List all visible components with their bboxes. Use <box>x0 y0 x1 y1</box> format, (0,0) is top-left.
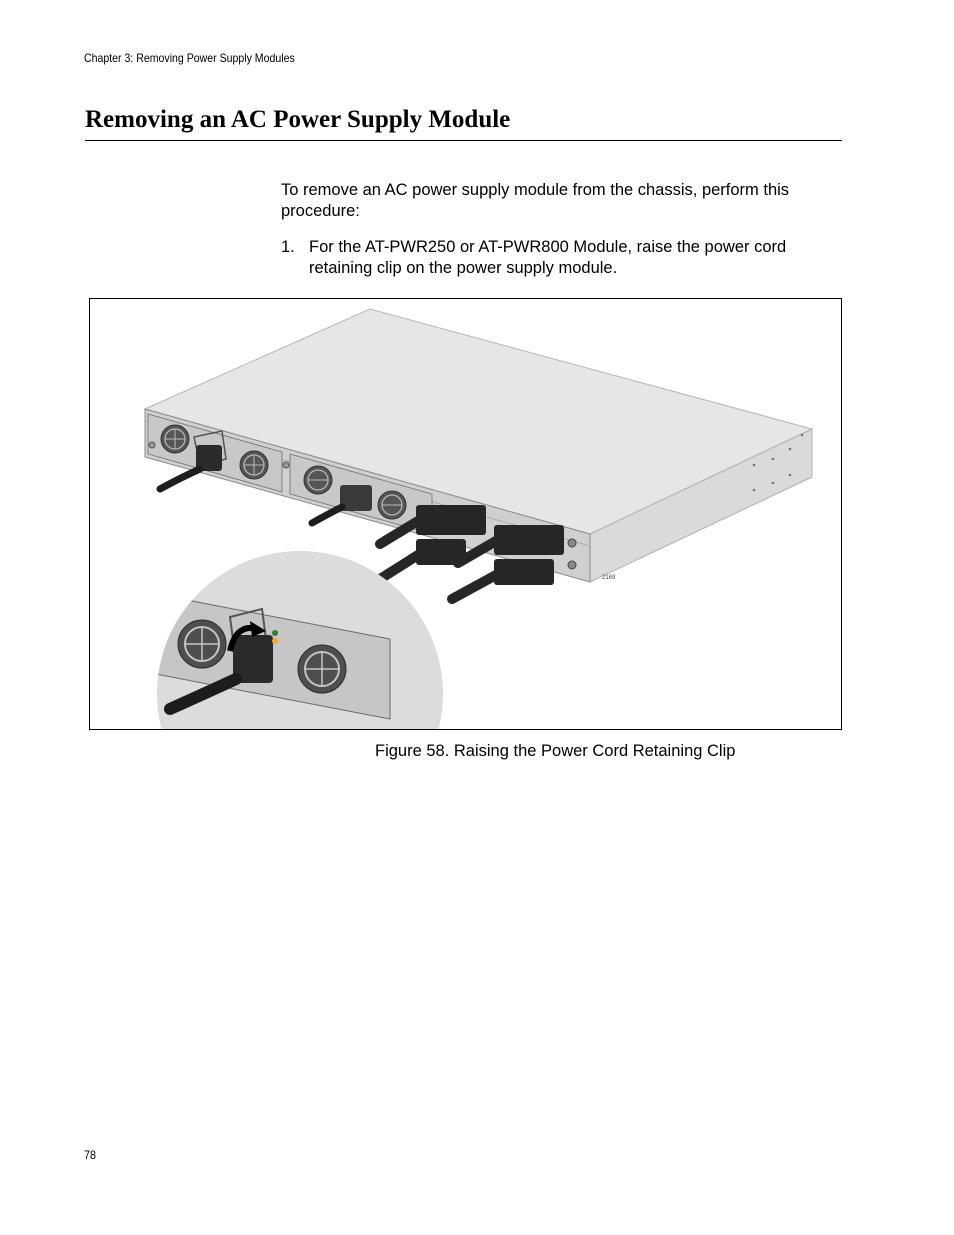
step-text: For the AT-PWR250 or AT-PWR800 Module, r… <box>309 238 787 277</box>
figure-caption: Figure 58. Raising the Power Cord Retain… <box>375 742 736 760</box>
intro-paragraph: To remove an AC power supply module from… <box>281 181 790 220</box>
page-number: 78 <box>84 1148 97 1162</box>
zoom-detail <box>157 551 443 729</box>
chassis-illustration: 2169 <box>143 308 814 729</box>
figure-id-label: 2169 <box>602 575 616 581</box>
figure-frame: 2169 <box>89 298 842 730</box>
psu-module-1 <box>147 413 283 493</box>
psu-module-2 <box>282 453 433 535</box>
running-header: Chapter 3: Removing Power Supply Modules <box>84 51 295 65</box>
side-screws <box>752 433 804 492</box>
connectors-right <box>447 525 577 604</box>
section-title: Removing an AC Power Supply Module <box>85 106 511 133</box>
connectors-left <box>375 505 486 584</box>
title-rule <box>85 140 842 141</box>
step-number: 1. <box>281 238 295 256</box>
